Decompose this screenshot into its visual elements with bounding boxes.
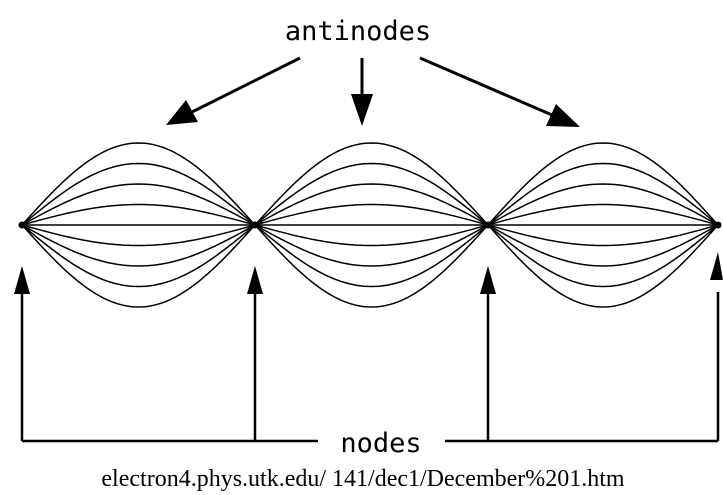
wave-curve-loop2-3 [254,183,489,226]
node-point-3 [484,221,492,229]
wave-curve-loop3-1 [487,142,719,226]
wave-curve-loop2-1 [254,142,489,226]
wave-curve-loop2-4 [254,203,489,226]
wave-curve-loop3-9 [487,224,719,308]
wave-curve-loop3-7 [487,224,719,267]
wave-curve-loop3-3 [487,183,719,226]
node-arrow-2 [247,266,263,441]
wave-curve-loop1-6 [21,224,256,247]
standing-wave-curves [21,142,719,308]
node-point-2 [251,221,259,229]
node-point-1 [18,221,26,229]
node-arrow-4 [710,252,723,441]
nodes-label: nodes [340,428,421,459]
wave-curve-loop3-8 [487,224,719,288]
node-arrow-3 [480,266,496,441]
node-point-4 [714,221,722,229]
source-caption: electron4.phys.utk.edu/ 141/dec1/Decembe… [101,466,625,492]
wave-curve-loop2-2 [254,162,489,226]
wave-curve-loop2-9 [254,224,489,308]
wave-curve-loop3-4 [487,203,719,226]
wave-curve-loop2-8 [254,224,489,288]
wave-curve-loop2-7 [254,224,489,267]
wave-curve-loop1-9 [21,224,256,308]
wave-curve-loop1-4 [21,203,256,226]
wave-curve-loop2-6 [254,224,489,247]
wave-curve-loop1-2 [21,162,256,226]
antinode-arrow-right [419,56,580,127]
wave-curve-loop3-2 [487,162,719,226]
antinodes-label: antinodes [285,16,431,47]
wave-curve-loop1-7 [21,224,256,267]
wave-curve-loop3-6 [487,224,719,247]
antinode-arrow-left [166,56,301,125]
wave-curve-loop1-1 [21,142,256,226]
wave-curve-loop1-8 [21,224,256,288]
wave-curve-loop1-3 [21,183,256,226]
antinode-arrow-center [351,58,373,126]
node-arrow-1 [14,266,30,441]
